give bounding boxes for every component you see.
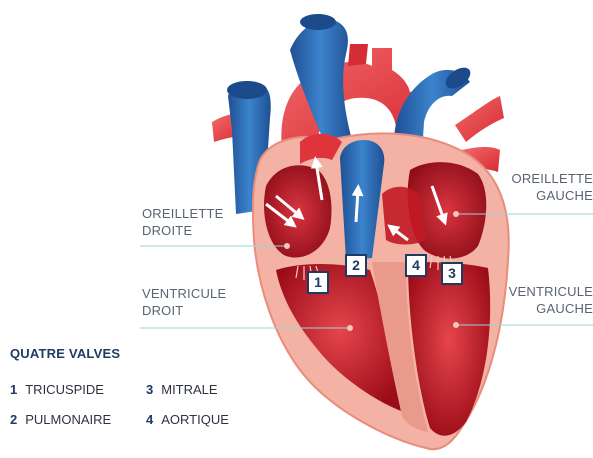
valve-badge-4: 4: [405, 254, 427, 277]
legend-name: AORTIQUE: [161, 412, 229, 427]
legend-title: QUATRE VALVES: [10, 346, 120, 361]
valve-badge-1: 1: [307, 271, 329, 294]
valve-badge-2: 2: [345, 254, 367, 277]
label-line: GAUCHE: [512, 187, 593, 204]
label-oreillette-gauche: OREILLETTE GAUCHE: [512, 170, 593, 204]
label-line: DROIT: [142, 302, 226, 319]
label-line: OREILLETTE: [512, 170, 593, 187]
legend-name: PULMONAIRE: [25, 412, 111, 427]
legend-name: MITRALE: [161, 382, 217, 397]
label-ventricule-droit: VENTRICULE DROIT: [142, 285, 226, 319]
label-line: VENTRICULE: [142, 285, 226, 302]
label-line: DROITE: [142, 222, 223, 239]
legend-item-3: 3 MITRALE: [146, 382, 218, 397]
legend-name: TRICUSPIDE: [25, 382, 104, 397]
label-oreillette-droite: OREILLETTE DROITE: [142, 205, 223, 239]
legend-number: 3: [146, 382, 153, 397]
legend-item-4: 4 AORTIQUE: [146, 412, 229, 427]
valve-badge-3: 3: [441, 262, 463, 285]
legend-item-1: 1 TRICUSPIDE: [10, 382, 104, 397]
label-line: GAUCHE: [509, 300, 593, 317]
label-ventricule-gauche: VENTRICULE GAUCHE: [509, 283, 593, 317]
label-line: OREILLETTE: [142, 205, 223, 222]
legend-number: 1: [10, 382, 17, 397]
legend-number: 2: [10, 412, 17, 427]
legend-item-2: 2 PULMONAIRE: [10, 412, 111, 427]
label-line: VENTRICULE: [509, 283, 593, 300]
legend-number: 4: [146, 412, 153, 427]
